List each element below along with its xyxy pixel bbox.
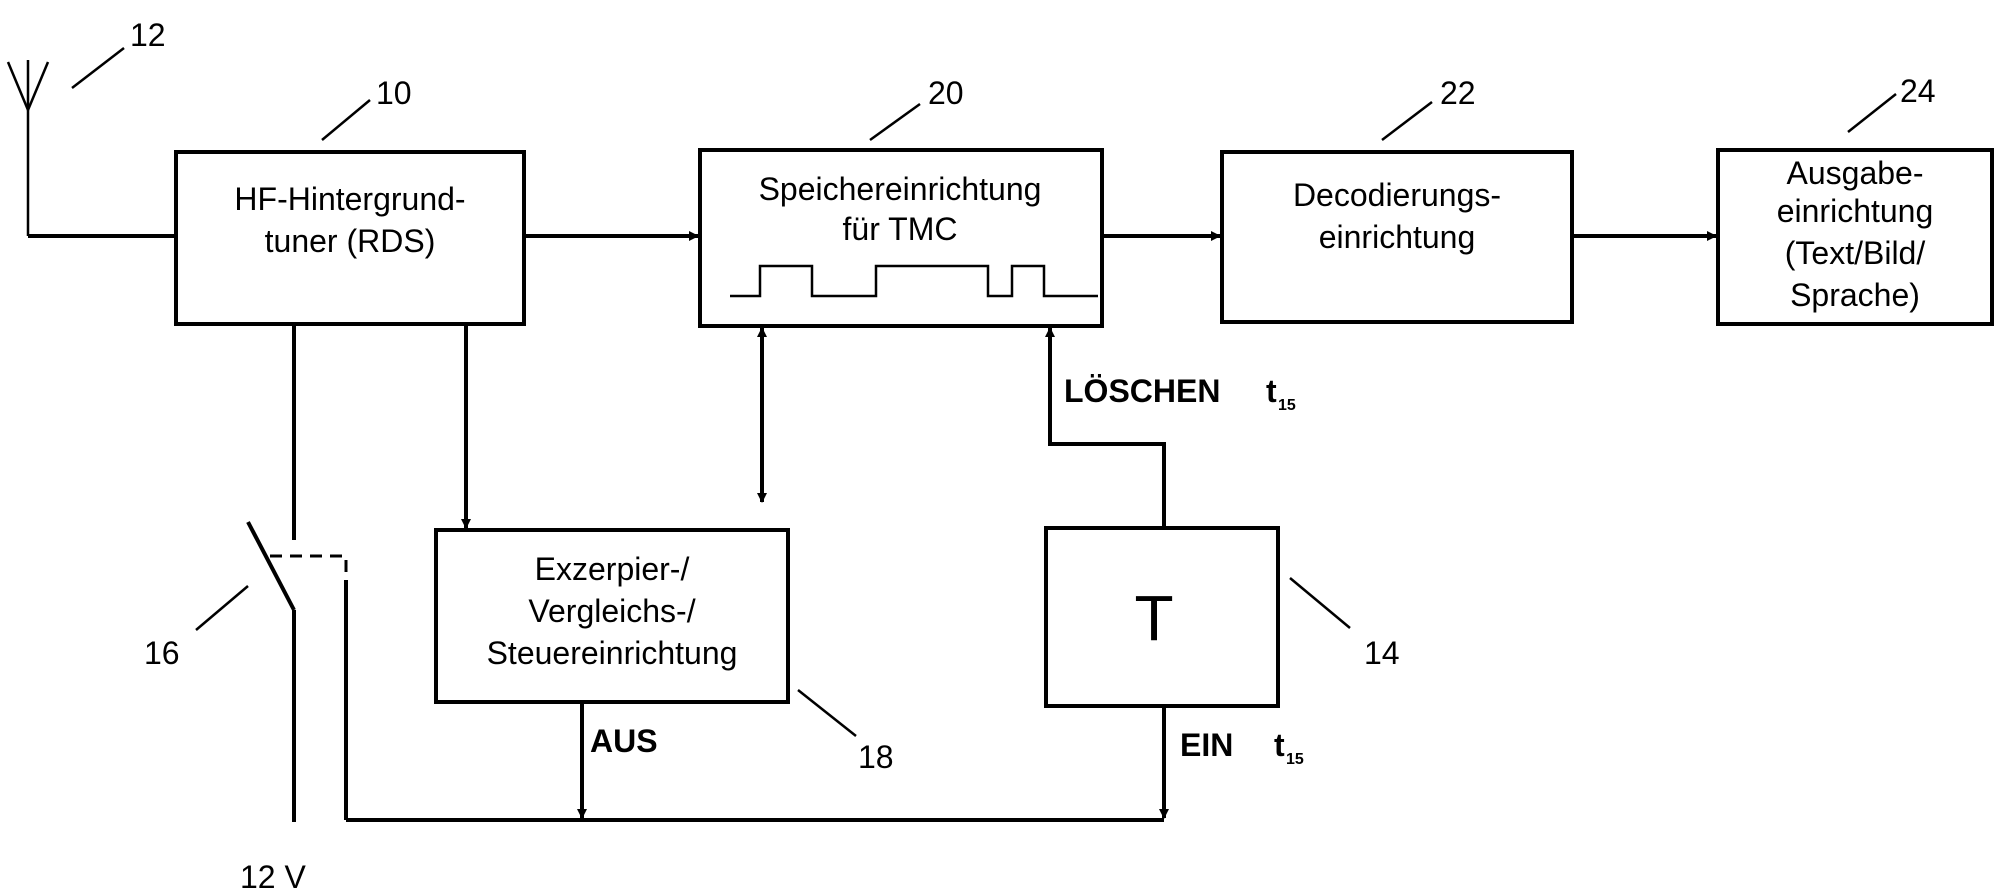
decoder-ref: 22 [1440,75,1476,111]
ein-time-sub: 15 [1286,751,1304,768]
switch-actuator-dashed [270,556,346,580]
antenna-icon [8,60,176,236]
aus-label: AUS [590,723,658,759]
control-label-line-3: Steuereinrichtung [487,635,738,671]
memory-label-line-2: für TMC [843,211,958,247]
loeschen-time-sub: 15 [1278,397,1296,414]
timer-ref: 14 [1364,635,1400,671]
switch-ref-leader [196,586,248,630]
loeschen-label: LÖSCHEN [1064,373,1220,409]
output-label-line-3: (Text/Bild/ [1785,235,1926,271]
control-label-line-1: Exzerpier-/ [535,551,690,587]
memory-ref-leader [870,104,920,140]
tuner-label-line-1: HF-Hintergrund- [234,181,465,217]
output-label-line-2: einrichtung [1777,193,1934,229]
decoder-label-line-2: einrichtung [1319,219,1476,255]
arrow-timer-to-memory-loeschen [1050,328,1164,528]
tuner-ref-leader [322,100,370,140]
decoder-ref-leader [1382,102,1432,140]
ein-label: EIN [1180,727,1233,763]
timer-ref-leader [1290,578,1350,628]
supply-voltage: 12 V [240,859,306,890]
control-ref-leader [798,690,856,736]
memory-label-line-1: Speichereinrichtung [759,171,1042,207]
output-label-line-4: Sprache) [1790,277,1920,313]
memory-ref: 20 [928,75,964,111]
antenna-ref: 12 [130,17,166,53]
decoder-label-line-1: Decodierungs- [1293,177,1501,213]
tuner-label-line-2: tuner (RDS) [265,223,436,259]
ein-time: t [1274,727,1285,763]
output-label-line-1: Ausgabe- [1787,155,1924,191]
control-label-line-2: Vergleichs-/ [528,593,695,629]
output-ref: 24 [1900,73,1936,109]
loeschen-time: t [1266,373,1277,409]
output-ref-leader [1848,94,1896,132]
switch-ref: 16 [144,635,180,671]
antenna-ref-leader [72,48,124,88]
control-ref: 18 [858,739,894,775]
timer-symbol: T [1134,582,1173,654]
tuner-ref: 10 [376,75,412,111]
switch-contact [248,522,294,610]
